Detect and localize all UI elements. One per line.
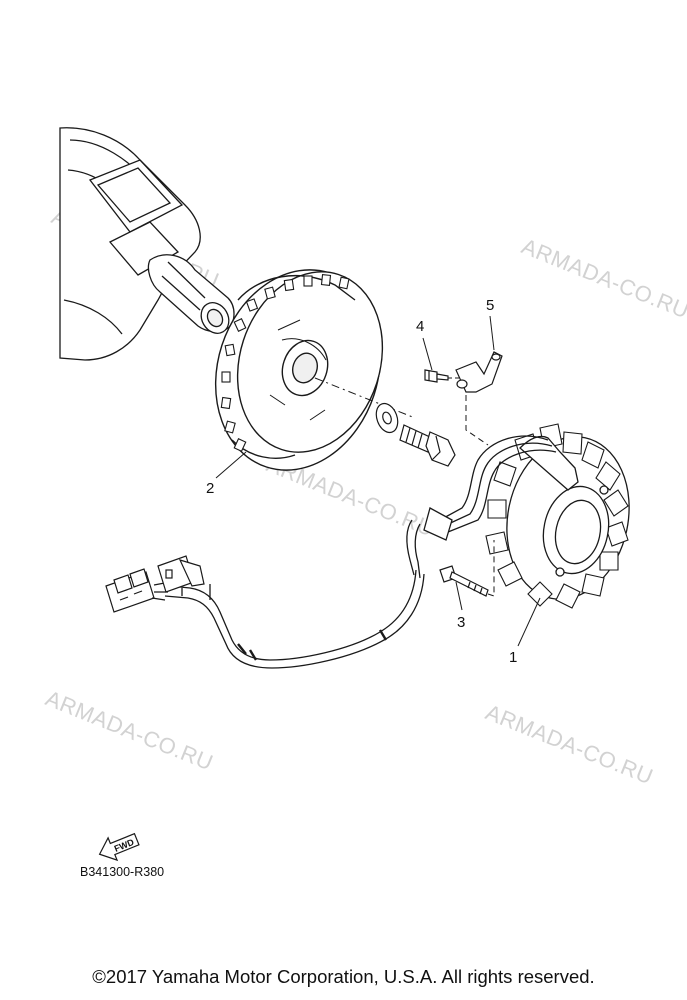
copyright-notice: ©2017 Yamaha Motor Corporation, U.S.A. A… bbox=[92, 966, 595, 987]
flywheel-icon bbox=[214, 269, 384, 471]
bolt-icon bbox=[439, 565, 489, 597]
diagram-code: B341300-R380 bbox=[80, 865, 164, 879]
flywheel-bolt-icon bbox=[399, 424, 456, 467]
watermark: ARMADA-CO.RU bbox=[42, 685, 217, 775]
connector-icon bbox=[157, 555, 205, 593]
callout-3: 3 bbox=[457, 614, 465, 631]
stator-icon bbox=[485, 423, 630, 609]
leader-dashed bbox=[465, 395, 489, 446]
screw-icon bbox=[424, 369, 449, 383]
callout-4: 4 bbox=[416, 318, 424, 335]
callout-5: 5 bbox=[486, 297, 494, 314]
clamp-icon bbox=[455, 351, 503, 393]
callout-1: 1 bbox=[509, 649, 517, 666]
fwd-arrow-icon: FWD bbox=[98, 832, 140, 862]
callout-2: 2 bbox=[206, 480, 214, 497]
wire-harness-icon bbox=[164, 435, 557, 669]
washer-icon bbox=[375, 402, 399, 434]
watermark: ARMADA-CO.RU bbox=[518, 233, 687, 323]
watermark: ARMADA-CO.RU bbox=[482, 699, 657, 789]
crankshaft-icon bbox=[59, 127, 235, 361]
callout-leaders bbox=[215, 315, 541, 647]
leader-dashed bbox=[487, 540, 495, 597]
